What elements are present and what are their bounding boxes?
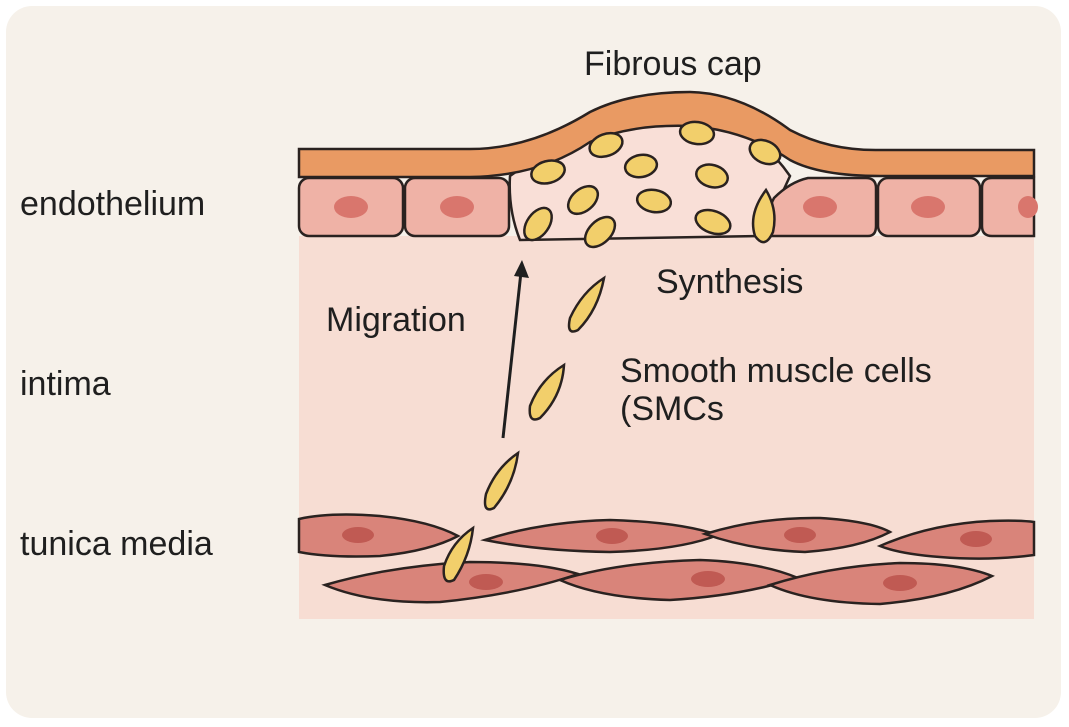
smc-cell <box>566 184 600 216</box>
media-cell <box>297 513 461 558</box>
migrating-smc-group <box>442 275 606 583</box>
smc-cell <box>528 362 566 421</box>
smc-cell <box>483 450 520 511</box>
intima-layer <box>299 236 1034 619</box>
nucleus <box>883 575 917 591</box>
smc-cell <box>694 208 732 236</box>
smc-cell <box>530 159 566 185</box>
smc-cell <box>748 138 782 166</box>
nucleus <box>784 527 816 543</box>
migration-label: Migration <box>326 301 466 339</box>
nucleus <box>440 196 474 218</box>
nucleus <box>342 527 374 543</box>
tunica-media-label: tunica media <box>20 525 213 563</box>
smc-cell <box>588 131 624 159</box>
endothelial-cell <box>980 176 1036 238</box>
nucleus <box>1018 196 1038 218</box>
media-cell <box>766 561 995 606</box>
nucleus <box>911 196 945 218</box>
smc-cell <box>567 275 606 333</box>
smc-cell <box>583 215 617 249</box>
endothelium-layer <box>297 176 1038 238</box>
nucleus <box>334 196 368 218</box>
nucleus <box>803 196 837 218</box>
nucleus <box>691 571 725 587</box>
plaque-smc-group <box>523 120 782 249</box>
smc-cell <box>523 206 553 242</box>
migration-arrow <box>501 260 529 439</box>
endothelium-label: endothelium <box>20 185 206 223</box>
media-cell <box>876 519 1036 560</box>
intima-label: intima <box>20 365 111 403</box>
synthesis-label: Synthesis <box>656 263 804 301</box>
smc-cell <box>635 188 673 214</box>
nucleus <box>960 531 992 547</box>
nucleus <box>596 528 628 544</box>
smc-label: Smooth muscle cells (SMCs <box>620 352 932 428</box>
smc-cell <box>442 525 475 583</box>
smc-cell <box>678 120 716 146</box>
smc-cell <box>751 187 776 244</box>
smc-cell <box>695 163 729 189</box>
smc-cell <box>623 153 659 179</box>
nucleus <box>469 574 503 590</box>
fibrous-cap-label: Fibrous cap <box>584 45 762 83</box>
